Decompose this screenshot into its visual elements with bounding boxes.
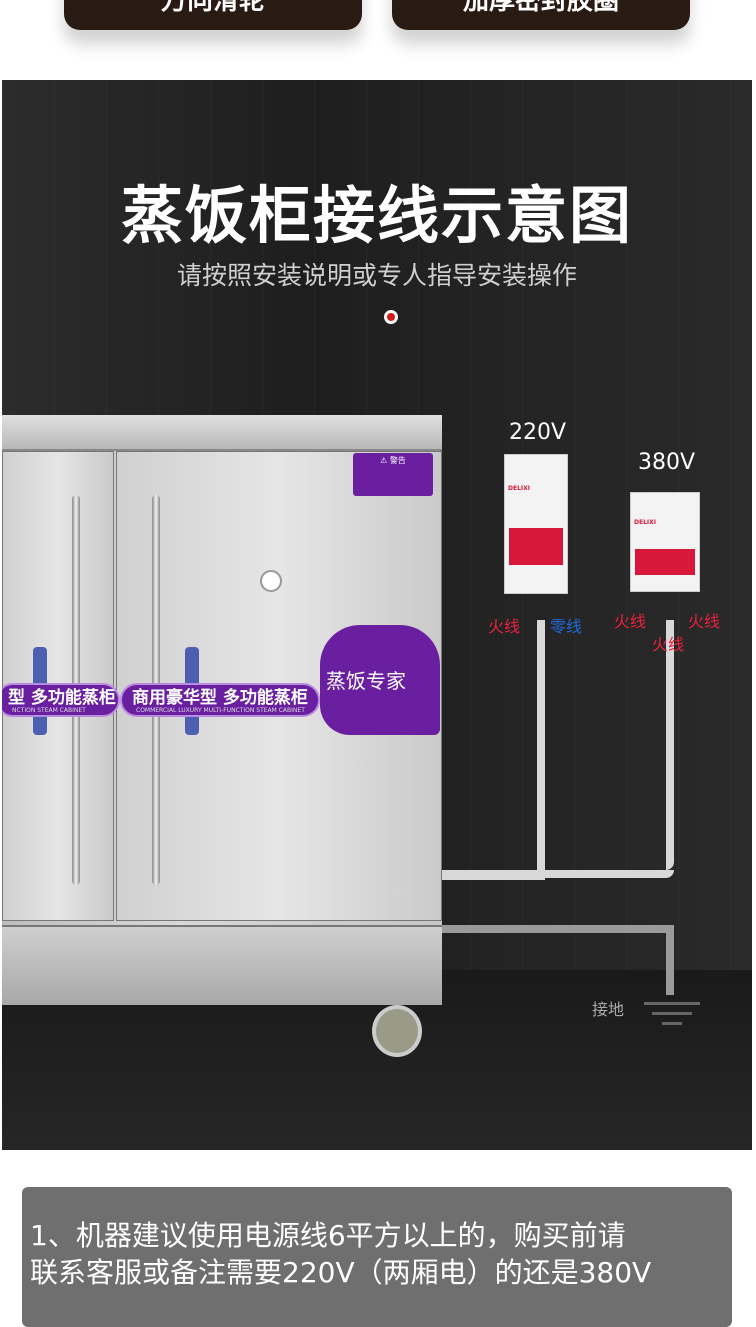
page-subtitle: 请按照安装说明或专人指导安装操作 bbox=[176, 261, 577, 290]
band-main-en: COMMERCIAL LUXURY MULTI-FUNCTION STEAM C… bbox=[136, 707, 305, 714]
cabinet-top bbox=[2, 415, 442, 451]
caster-wheel-icon bbox=[372, 1005, 422, 1057]
voltage-380-label: 380V bbox=[638, 450, 696, 475]
ground-label: 接地 bbox=[592, 1000, 625, 1019]
breaker-220v: DELIXI bbox=[504, 454, 568, 594]
ground-symbol-icon bbox=[644, 1002, 700, 1005]
feature-button-seal: 加厚密封胶圈 bbox=[392, 0, 690, 30]
breaker-switch bbox=[635, 549, 695, 575]
breaker-brand: DELIXI bbox=[634, 519, 656, 526]
ground-cable bbox=[442, 925, 674, 933]
live-wire-label: 火线 bbox=[488, 617, 521, 636]
cable-380v-horizontal bbox=[442, 870, 674, 878]
ground-symbol-line bbox=[662, 1022, 682, 1025]
warning-label: ⚠ 警告 bbox=[353, 453, 433, 496]
cable-220v bbox=[537, 620, 545, 880]
live-wire-label: 火线 bbox=[614, 612, 647, 631]
breaker-380v: DELIXI bbox=[630, 492, 700, 592]
band-left-en: NCTION STEAM CABINET bbox=[12, 707, 86, 714]
live-wire-label: 火线 bbox=[688, 612, 721, 631]
chef-sticker-text: 蒸饭专家 bbox=[326, 669, 406, 693]
cable-380v bbox=[666, 620, 674, 870]
indicator-dot-icon bbox=[384, 310, 398, 324]
breaker-brand: DELIXI bbox=[508, 485, 530, 492]
note-line: 1、机器建议使用电源线6平方以上的，购买前请 bbox=[30, 1219, 626, 1252]
warning-text: 警告 bbox=[389, 456, 406, 465]
band-left-text: 型 多功能蒸柜 bbox=[8, 688, 116, 708]
live-wire-label: 火线 bbox=[652, 635, 685, 654]
installation-note: 1、机器建议使用电源线6平方以上的，购买前请 联系客服或备注需要220V（两厢电… bbox=[22, 1187, 732, 1327]
chef-sticker: 蒸饭专家 bbox=[320, 625, 440, 735]
band-main-text: 商用豪华型 多功能蒸柜 bbox=[132, 688, 308, 708]
ground-cable-vertical bbox=[666, 925, 674, 995]
cabinet-base bbox=[2, 925, 442, 1005]
note-line: 联系客服或备注需要220V（两厢电）的还是380V bbox=[30, 1256, 652, 1289]
feature-button-casters: 万向滑轮 bbox=[64, 0, 362, 30]
page-title: 蒸饭柜接线示意图 bbox=[120, 179, 633, 252]
neutral-wire-label: 零线 bbox=[550, 617, 583, 636]
breaker-switch bbox=[509, 528, 563, 565]
voltage-220-label: 220V bbox=[509, 420, 567, 445]
thermometer-gauge-icon bbox=[260, 570, 282, 592]
ground-symbol-line bbox=[652, 1012, 692, 1015]
